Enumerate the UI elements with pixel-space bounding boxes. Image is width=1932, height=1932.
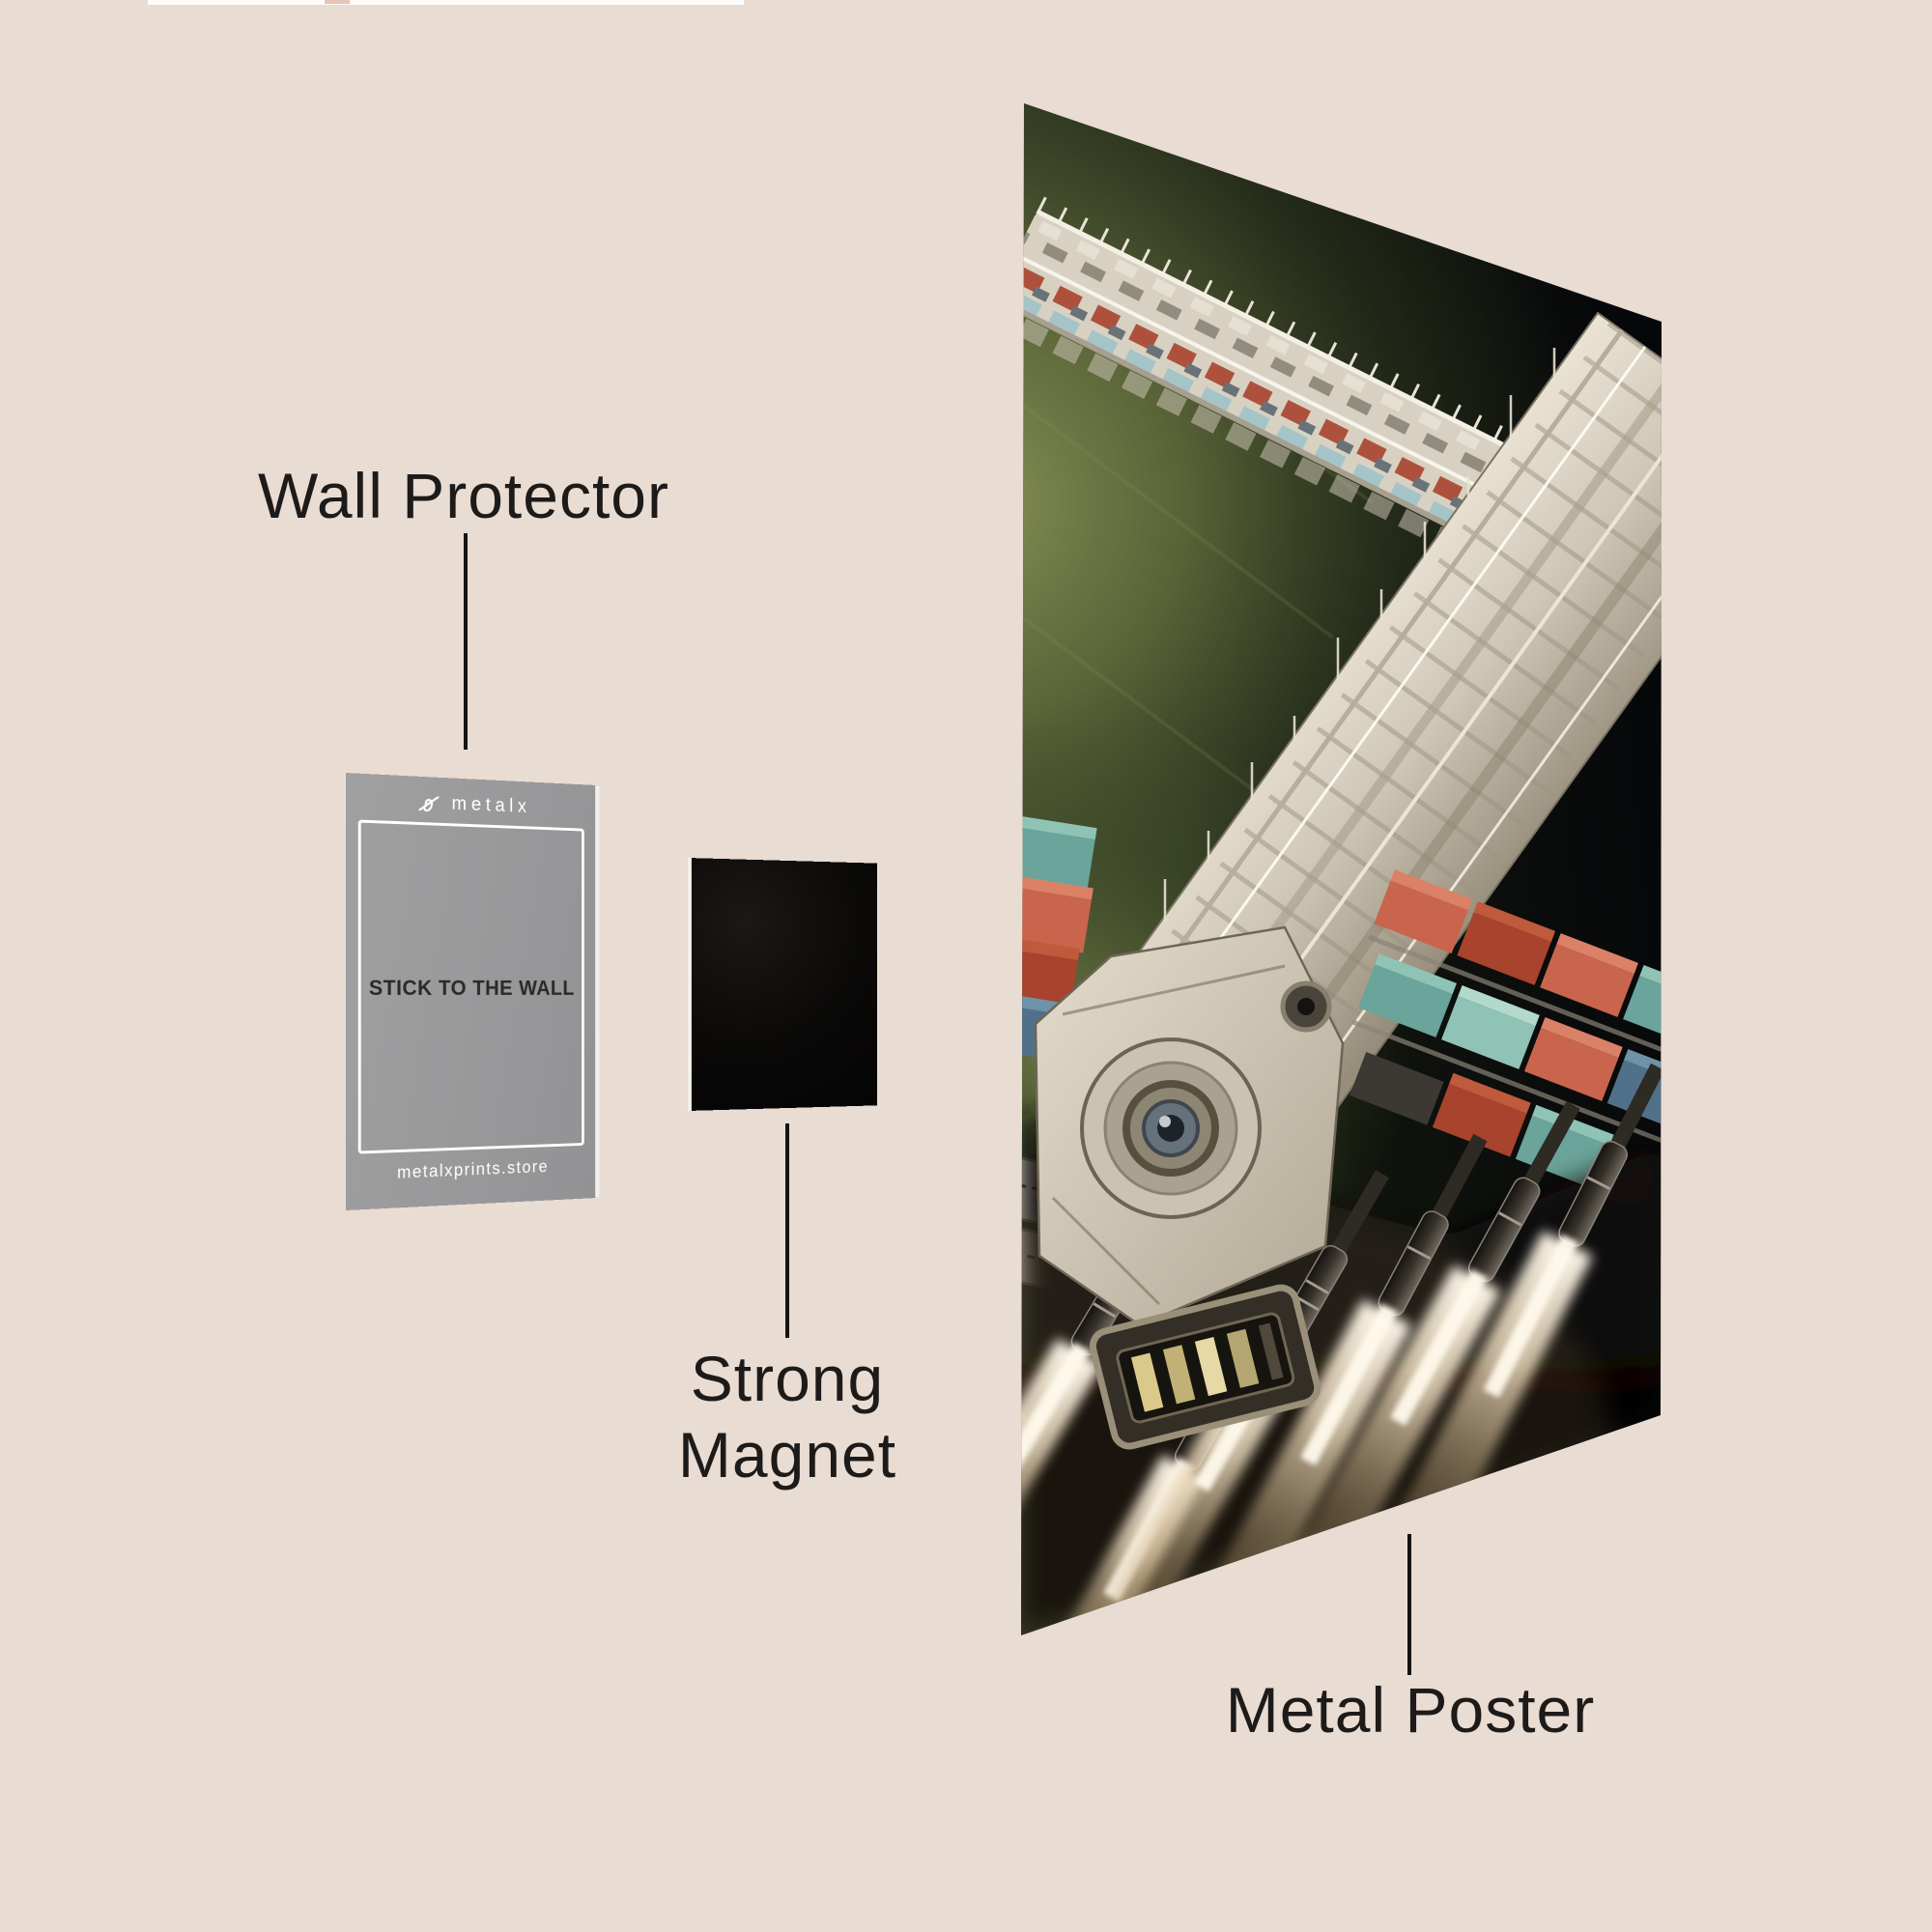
label-strong-magnet: Strong Magnet	[546, 1341, 1029, 1493]
ship-head	[1034, 925, 1345, 1450]
wall-protector-card: metalx STICK TO THE WALL metalxprints.st…	[346, 773, 596, 1210]
leader-line-metal-poster	[1407, 1534, 1411, 1675]
label-metal-poster: Metal Poster	[1225, 1674, 1596, 1746]
cargo-containers-right	[1350, 869, 1662, 1189]
label-strong-magnet-line2: Magnet	[677, 1419, 897, 1491]
label-wall-protector: Wall Protector	[258, 460, 669, 531]
wall-edge-blob	[325, 0, 350, 4]
ship-grille-panel	[1089, 1284, 1321, 1450]
magnet-square	[688, 858, 877, 1111]
card-message: STICK TO THE WALL	[368, 976, 575, 1000]
ship-small-lens	[1280, 980, 1332, 1033]
brand-logo-icon	[416, 792, 443, 814]
leader-line-wall-protector	[464, 533, 468, 750]
label-strong-magnet-line1: Strong	[690, 1343, 885, 1414]
brand-logo: metalx	[346, 788, 595, 821]
wall-edge-strip	[148, 0, 744, 5]
leader-line-strong-magnet	[785, 1123, 789, 1338]
cargo-containers-left	[1021, 812, 1097, 1060]
card-website: metalxprints.store	[397, 1156, 549, 1182]
brand-logo-text: metalx	[451, 793, 531, 817]
ship-eye	[1080, 1037, 1262, 1219]
